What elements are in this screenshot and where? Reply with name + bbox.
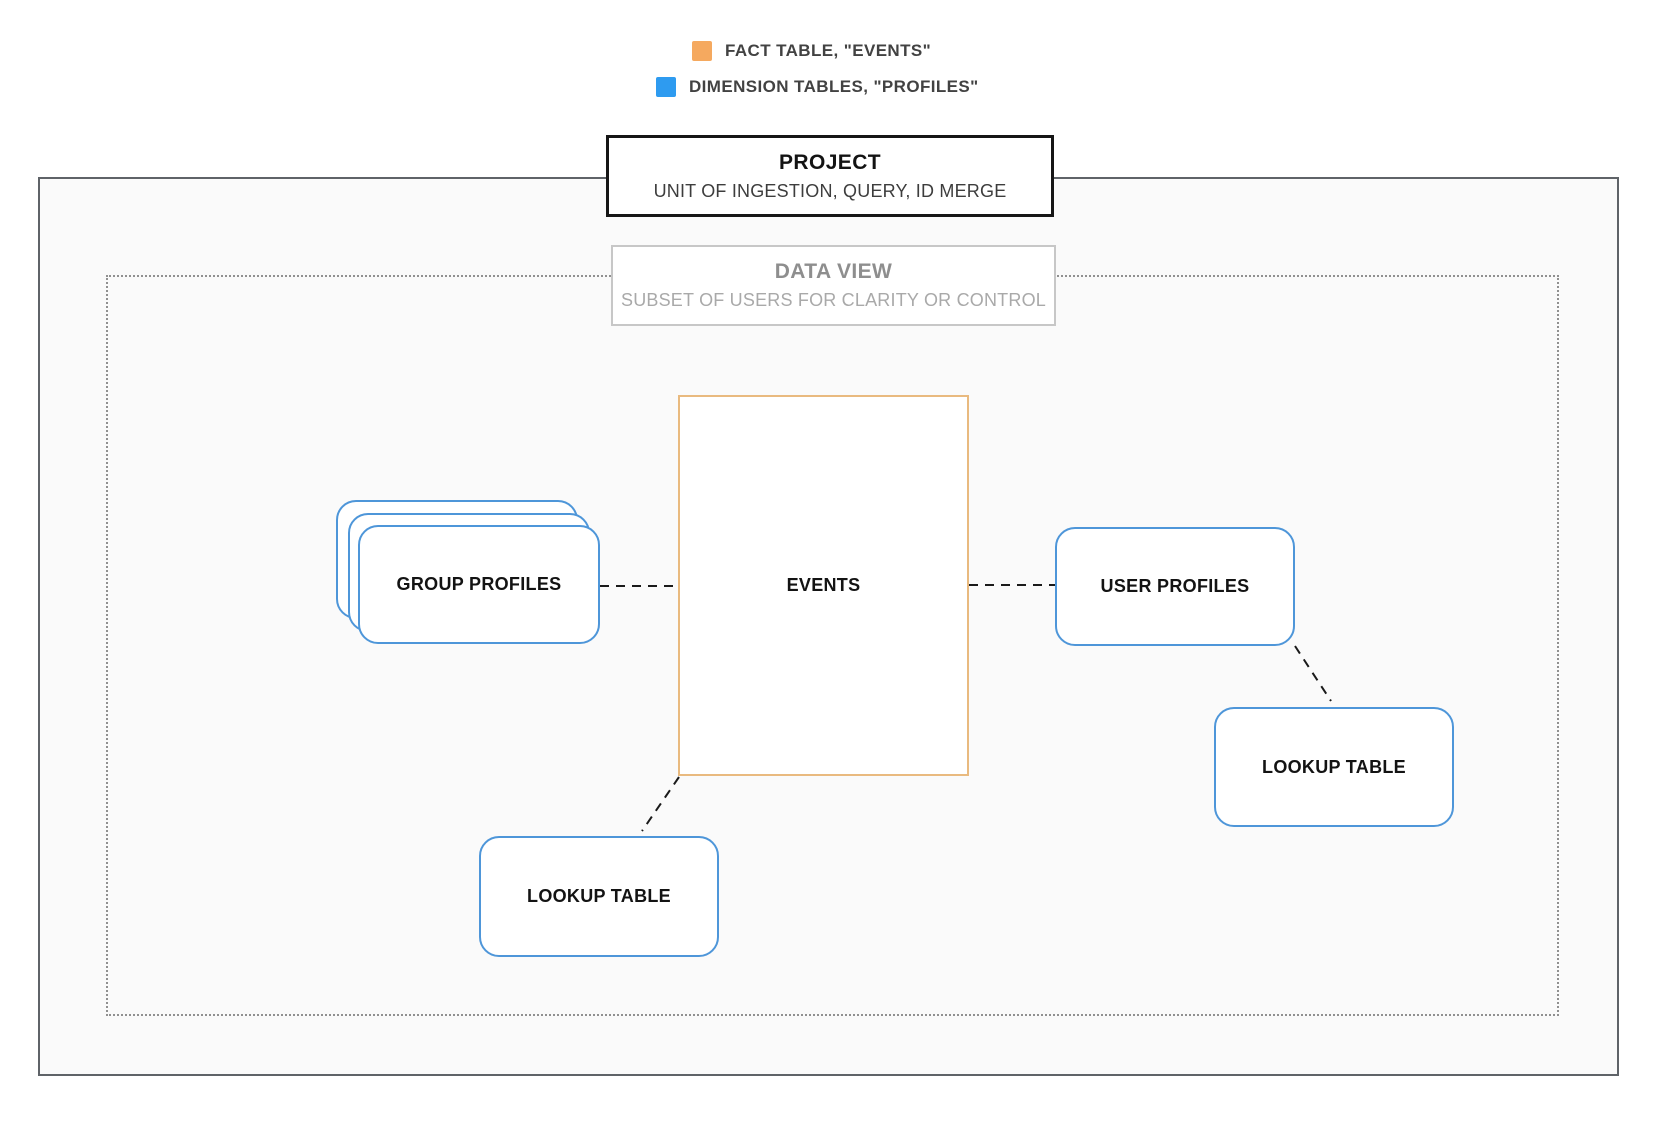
group-profiles-node: GROUP PROFILES [358, 525, 600, 644]
project-subtitle: UNIT OF INGESTION, QUERY, ID MERGE [653, 180, 1007, 201]
legend-label-fact-table: FACT TABLE, "EVENTS" [725, 41, 932, 60]
lookup-table-right-node: LOOKUP TABLE [1214, 707, 1454, 827]
user-profiles-node: USER PROFILES [1055, 527, 1295, 646]
events-node: EVENTS [678, 395, 969, 776]
project-title: PROJECT [779, 150, 881, 174]
legend-item-fact-table: FACT TABLE, "EVENTS" [692, 38, 931, 64]
data-view-subtitle: SUBSET OF USERS FOR CLARITY OR CONTROL [620, 290, 1046, 310]
lookup-table-right-label: LOOKUP TABLE [1262, 756, 1406, 777]
legend-item-dimension-tables: DIMENSION TABLES, "PROFILES" [656, 74, 979, 100]
lookup-table-bottom-label: LOOKUP TABLE [527, 886, 671, 906]
data-view-title: DATA VIEW [774, 260, 893, 283]
legend-label-dimension-tables: DIMENSION TABLES, "PROFILES" [689, 77, 979, 96]
group-profiles-label: GROUP PROFILES [396, 574, 562, 594]
data-view-box: DATA VIEW SUBSET OF USERS FOR CLARITY OR… [611, 245, 1056, 326]
dimension-tables-swatch-icon [656, 77, 676, 97]
lookup-table-bottom-node: LOOKUP TABLE [479, 836, 719, 957]
user-profiles-label: USER PROFILES [1100, 576, 1250, 596]
events-label: EVENTS [786, 575, 861, 595]
fact-table-swatch-icon [692, 41, 712, 61]
project-box: PROJECT UNIT OF INGESTION, QUERY, ID MER… [606, 135, 1054, 217]
